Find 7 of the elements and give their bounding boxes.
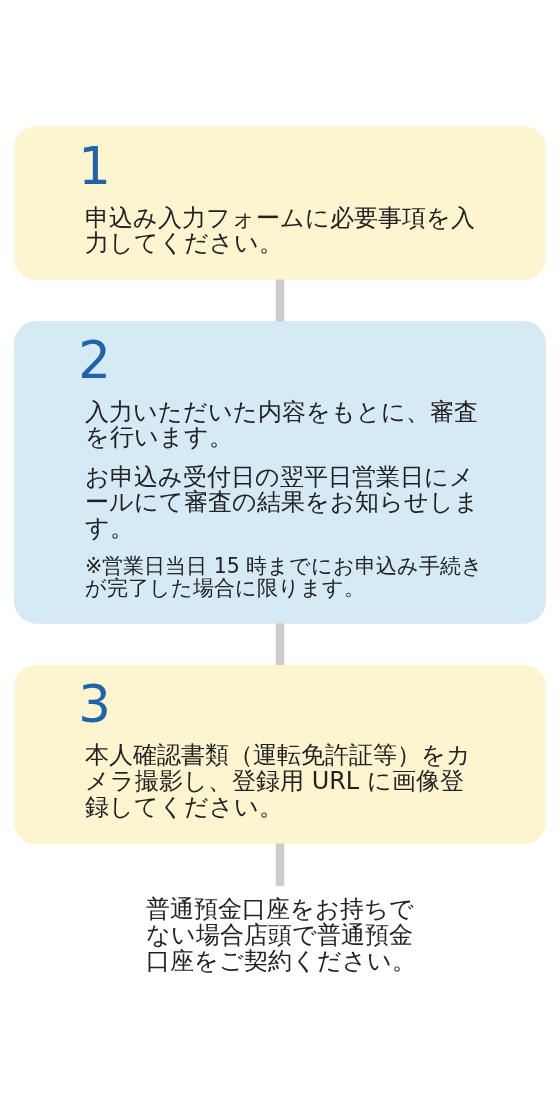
node-box: 2 入力いただいた内容をもとに、審査を行います。 お申込み受付日の翌平日営業日にメールにて審査の結果をお知らせします。 ※営業日当日 15 時までにお申込み手続きが完了した場合に限ります。	[14, 320, 546, 624]
node-text: 普通預金口座をお持ちでない場合店頭で普通預金口座をご契約ください。	[145, 895, 416, 975]
connector	[275, 843, 285, 886]
connector	[275, 279, 285, 322]
node-box: 3 本人確認書類（運転免許証等）をカメラ撮影し、登録用 URL に画像登録してください。	[14, 664, 546, 845]
connector	[275, 623, 285, 665]
node-box: 1 申込み入力フォームに必要事項を入力してください。	[14, 126, 546, 280]
